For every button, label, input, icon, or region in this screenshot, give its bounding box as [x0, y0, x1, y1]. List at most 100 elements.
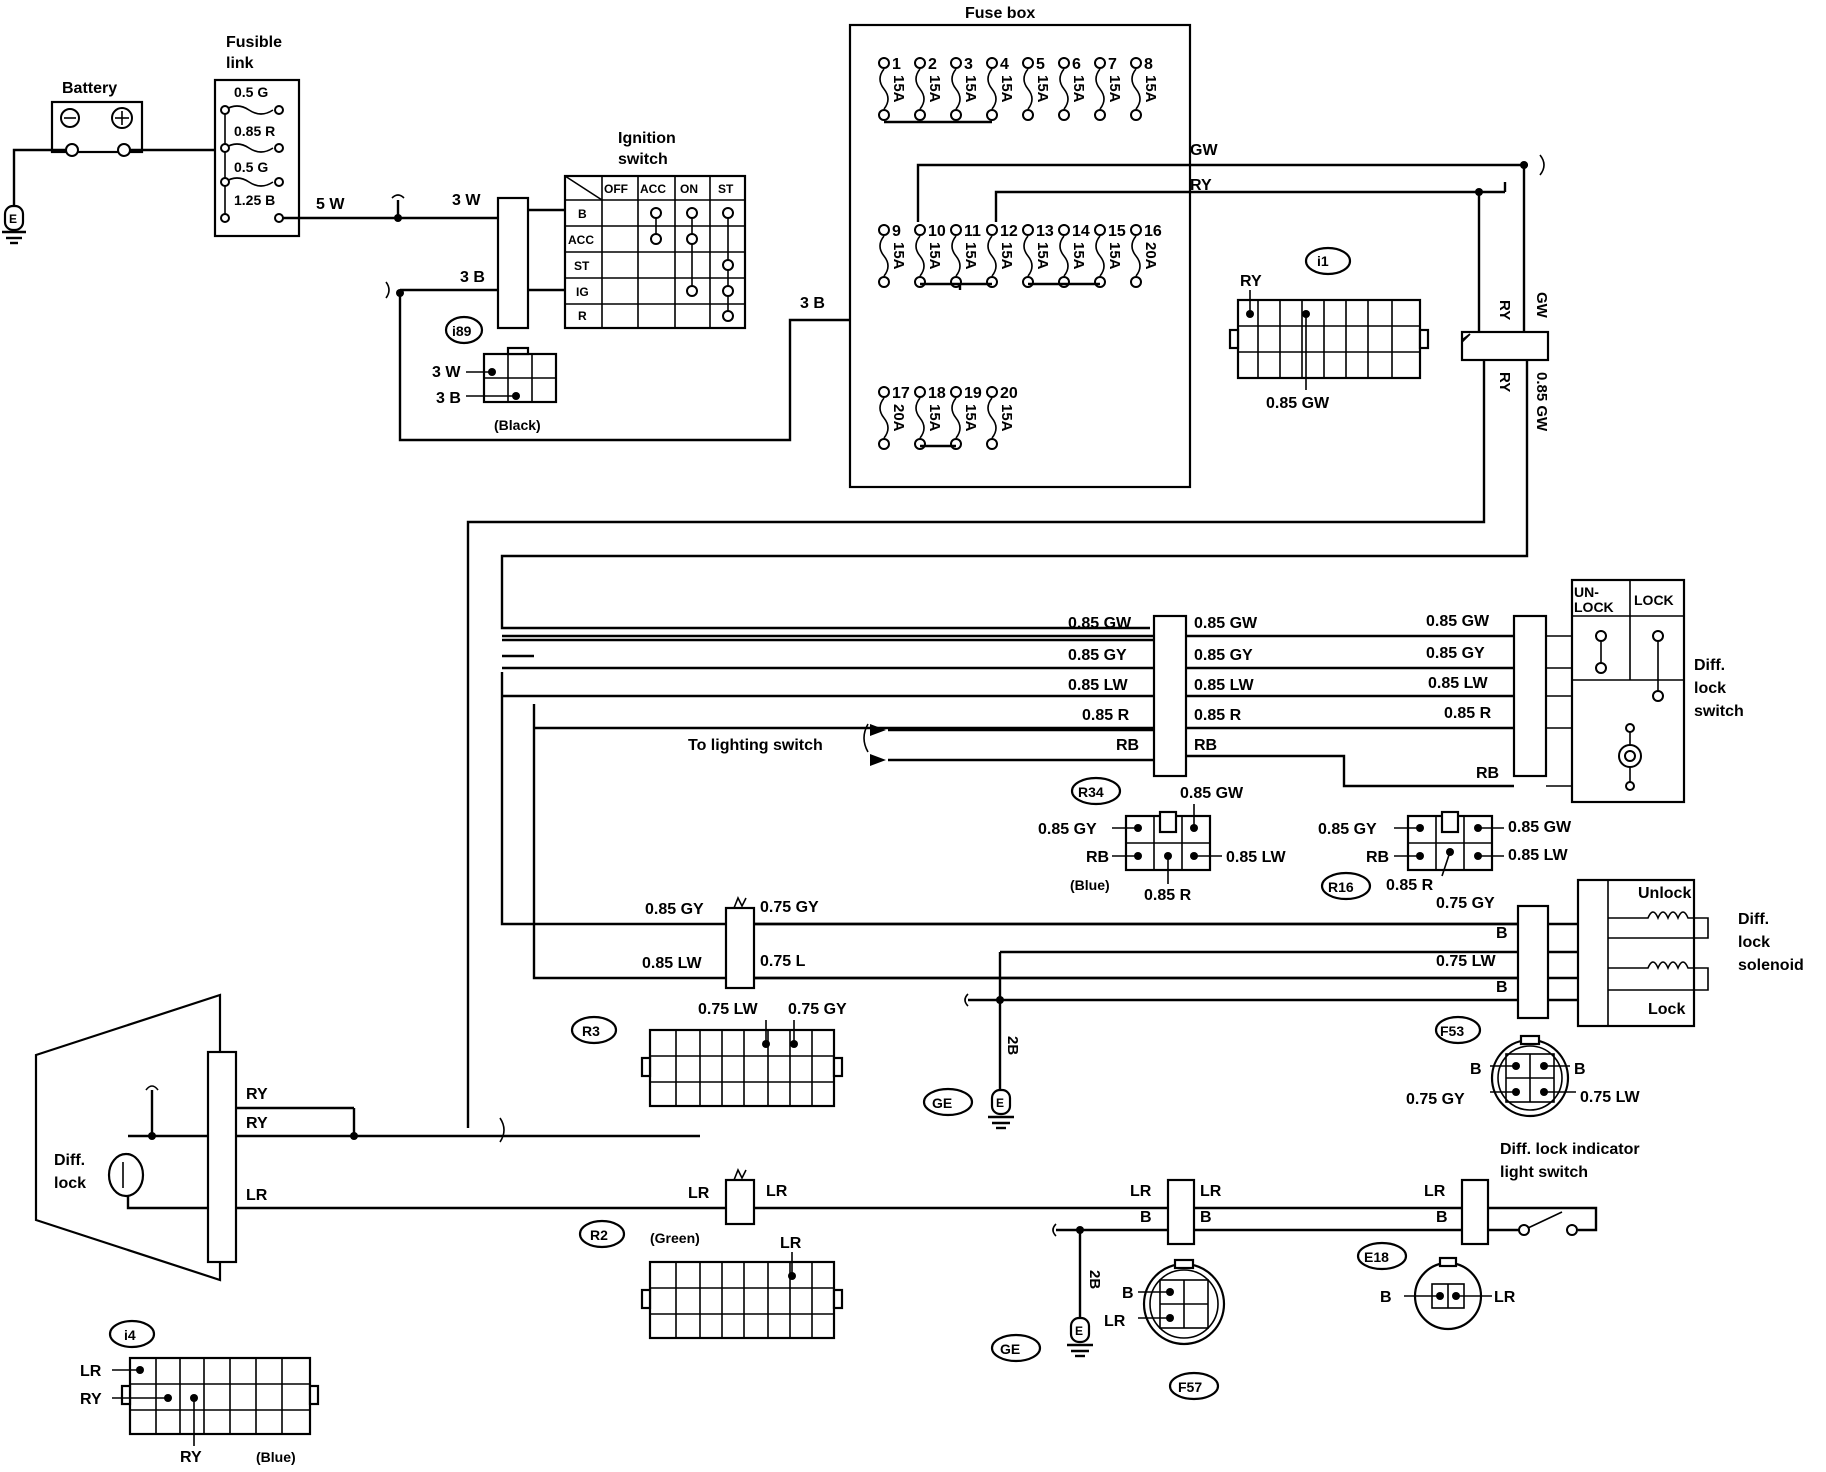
- wire-2b-2: 2B: [1086, 1270, 1103, 1289]
- row2-fuse-9-rating: 15A: [890, 242, 907, 270]
- row3-fuse-20-rating: 15A: [998, 404, 1015, 432]
- connector-e18: E18 B LR: [1356, 1241, 1516, 1331]
- row3-fuse-19-rating: 15A: [962, 404, 979, 432]
- f57-b-right: B: [1200, 1209, 1212, 1226]
- wire-gw: GW: [1190, 142, 1218, 159]
- row2-fuse-16-number: 16: [1144, 223, 1162, 240]
- vertical-gw-label: GW: [1533, 292, 1550, 319]
- r2-lr-label: LR: [780, 1235, 802, 1252]
- vertical-085gw-label: 0.85 GW: [1533, 372, 1550, 432]
- r16-gy-label: 0.85 GY: [1318, 821, 1377, 838]
- ignition-switch: Ignition switch OFF ACC ON ST B ACC ST I…: [563, 130, 747, 330]
- f57-conn-lr: LR: [1104, 1313, 1126, 1330]
- vertical-ry-label: RY: [1496, 300, 1513, 320]
- ign-row-acc: ACC: [568, 233, 594, 247]
- e18-conn-lr: LR: [1494, 1289, 1516, 1306]
- harness-mid-rb: RB: [1194, 737, 1217, 754]
- r16-rb-label: RB: [1366, 849, 1389, 866]
- connector-i4: i4 LR RY RY (Blue): [80, 1319, 320, 1466]
- ignition-label-1: Ignition: [618, 130, 676, 147]
- battery-ground: E: [2, 148, 66, 245]
- diff-lock-switch: UN- LOCK LOCK Diff. lock switch: [1546, 578, 1744, 804]
- row2-fuse-10-rating: 15A: [926, 242, 943, 270]
- r34-lw-label: 0.85 LW: [1226, 849, 1286, 866]
- lock-header: LOCK: [1634, 592, 1674, 608]
- harness-mid-gw: 0.85 GW: [1194, 615, 1258, 632]
- i1-gw-label: 0.85 GW: [1266, 395, 1330, 412]
- harness-left-gw: 0.85 GW: [1068, 615, 1132, 632]
- connector-i89-label: i89: [452, 323, 472, 339]
- row2-fuse-15-rating: 15A: [1106, 242, 1123, 270]
- row2-fuse-13-rating: 15A: [1034, 242, 1051, 270]
- wire-5w: 5 W: [316, 196, 345, 213]
- ign-row-b: B: [578, 207, 587, 221]
- ign-col-st: ST: [718, 182, 734, 196]
- harness-left-lw: 0.85 LW: [1068, 677, 1128, 694]
- row1-fuse-6-number: 6: [1072, 56, 1081, 73]
- meter-lr: LR: [246, 1187, 268, 1204]
- row2-fuse-11-number: 11: [964, 223, 981, 240]
- row1-fuse-3-rating: 15A: [962, 75, 979, 103]
- indicator-switch-label-2: light switch: [1500, 1164, 1588, 1181]
- r34-gy-label: 0.85 GY: [1038, 821, 1097, 838]
- connector-r16: 0.85 GY RB 0.85 GW 0.85 LW 0.85 R R16: [1318, 810, 1572, 901]
- i4-ry-bottom-label: RY: [180, 1449, 202, 1466]
- ignition-label-2: switch: [618, 151, 668, 168]
- harness-right-r: 0.85 R: [1444, 705, 1492, 722]
- r16-gw-label: 0.85 GW: [1508, 819, 1572, 836]
- solenoid-label-2: lock: [1738, 934, 1770, 951]
- row2-fuse-9-number: 9: [892, 223, 901, 240]
- diff-lock-solenoid: Unlock Lock Diff. lock solenoid: [1576, 878, 1804, 1028]
- f57-conn-b: B: [1122, 1285, 1134, 1302]
- sol-right-075gy: 0.75 GY: [1436, 895, 1495, 912]
- r34-rb-label: RB: [1086, 849, 1109, 866]
- e18-conn-b: B: [1380, 1289, 1392, 1306]
- connector-f57: B LR F57: [1104, 1258, 1226, 1401]
- connector-f53: F53 B B 0.75 GY 0.75 LW: [1406, 1015, 1640, 1118]
- connector-f57-label: F57: [1178, 1379, 1202, 1395]
- vertical-ry-label-2: RY: [1496, 372, 1513, 392]
- harness-mid-r: 0.85 R: [1194, 707, 1242, 724]
- harness-mid-gy: 0.85 GY: [1194, 647, 1253, 664]
- connector-ge-2-label: GE: [1000, 1341, 1020, 1357]
- wire-3b: 3 B: [460, 269, 485, 286]
- connector-r2: R2 (Green) LR: [578, 1219, 844, 1340]
- row2-fuse-14-number: 14: [1072, 223, 1090, 240]
- row1-fuse-7-rating: 15A: [1106, 75, 1123, 103]
- r34-r-label: 0.85 R: [1144, 887, 1192, 904]
- row3-fuse-18-number: 18: [928, 385, 946, 402]
- harness-wires: [500, 638, 1518, 980]
- ign-col-on: ON: [680, 182, 698, 196]
- r34-gw-label: 0.85 GW: [1180, 785, 1244, 802]
- row1-fuse-2-rating: 15A: [926, 75, 943, 103]
- connector-e18-label: E18: [1364, 1249, 1389, 1265]
- diff-lock-switch-label-1: Diff.: [1694, 657, 1725, 674]
- fusible-link-rating-1: 0.5 G: [234, 84, 268, 100]
- harness-right-gw: 0.85 GW: [1426, 613, 1490, 630]
- fuse-box: Fuse box: [848, 5, 1192, 489]
- sol-085lw-label: 0.85 LW: [642, 955, 702, 972]
- ign-col-acc: ACC: [640, 182, 666, 196]
- connector-r3-label: R3: [582, 1023, 600, 1039]
- sol-075gy-label: 0.75 GY: [760, 899, 819, 916]
- ground-e-label-3: E: [1075, 1324, 1083, 1338]
- solenoid-label-1: Diff.: [1738, 911, 1769, 928]
- row1-fuse-2-number: 2: [928, 56, 937, 73]
- diff-lock-ind-label-1: Diff.: [54, 1152, 85, 1169]
- connector-r34-label: R34: [1078, 784, 1104, 800]
- row1-fuse-5-rating: 15A: [1034, 75, 1051, 103]
- i89-black-label: (Black): [494, 417, 541, 433]
- harness-left-r: 0.85 R: [1082, 707, 1130, 724]
- wire-3b-fuse: 3 B: [800, 295, 825, 312]
